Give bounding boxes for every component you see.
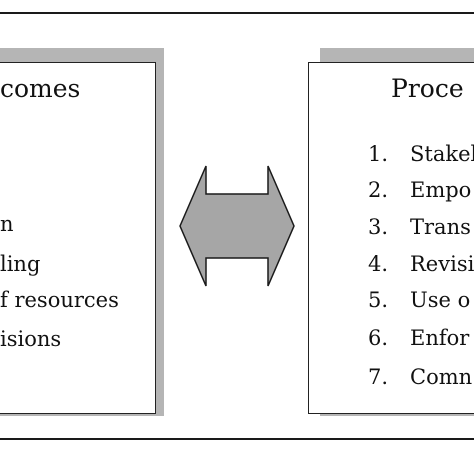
outcome-item-1: n bbox=[0, 212, 14, 236]
process-item-1: 1. Stakel bbox=[368, 142, 474, 166]
process-item-7: 7. Comn bbox=[368, 365, 472, 389]
outcome-item-2: ling bbox=[0, 252, 41, 276]
outcomes-title: comes bbox=[0, 74, 81, 103]
double-headed-arrow-icon bbox=[179, 165, 295, 287]
outcome-item-3: f resources bbox=[0, 288, 119, 312]
process-item-number: 1. bbox=[368, 142, 389, 166]
bottom-border-line bbox=[0, 438, 474, 440]
process-item-label: Empo bbox=[410, 178, 472, 202]
process-item-label: Enfor bbox=[410, 326, 470, 350]
process-item-label: Trans bbox=[410, 215, 471, 239]
process-item-number: 3. bbox=[368, 215, 389, 239]
process-item-label: Revisi bbox=[410, 252, 474, 276]
process-item-number: 2. bbox=[368, 178, 389, 202]
top-border-line bbox=[0, 12, 474, 14]
arrow-shape bbox=[179, 165, 295, 287]
process-item-label: Stakel bbox=[410, 142, 474, 166]
process-item-number: 7. bbox=[368, 365, 389, 389]
process-item-number: 4. bbox=[368, 252, 389, 276]
process-item-3: 3. Trans bbox=[368, 215, 471, 239]
process-title: Proce bbox=[391, 74, 464, 103]
process-item-2: 2. Empo bbox=[368, 178, 471, 202]
process-item-5: 5. Use o bbox=[368, 288, 470, 312]
process-item-number: 5. bbox=[368, 288, 389, 312]
process-item-6: 6. Enfor bbox=[368, 326, 469, 350]
process-item-label: Comn bbox=[410, 365, 473, 389]
process-item-label: Use o bbox=[410, 288, 471, 312]
outcome-item-4: isions bbox=[0, 327, 62, 351]
process-item-4: 4. Revisi bbox=[368, 252, 474, 276]
process-item-number: 6. bbox=[368, 326, 389, 350]
outcomes-box bbox=[0, 62, 156, 414]
process-box bbox=[308, 62, 474, 414]
